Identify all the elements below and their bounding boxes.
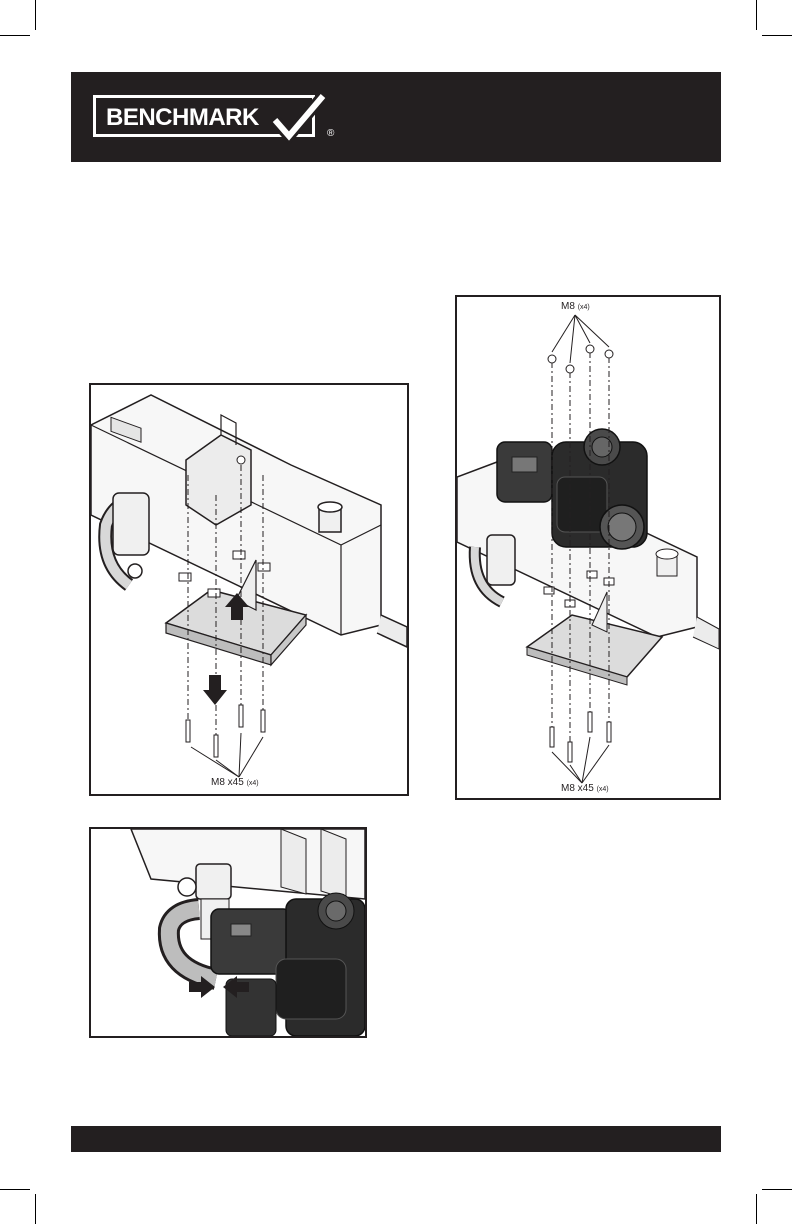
crop-mark-top-right-v bbox=[756, 0, 757, 30]
crop-mark-top-left-h bbox=[0, 35, 30, 36]
crop-mark-top-left-v bbox=[35, 0, 36, 30]
bolt-label: M8 x45 (x4) bbox=[561, 783, 609, 794]
hose-connection-diagram bbox=[91, 829, 365, 1036]
figure-hose-connection bbox=[89, 827, 367, 1038]
engine-mounting-diagram bbox=[457, 297, 719, 798]
crop-mark-bottom-left-v bbox=[35, 1194, 36, 1224]
engine bbox=[211, 893, 365, 1036]
figure-engine-mounting: M8 (x4) M8 x45 (x4) bbox=[455, 295, 721, 800]
brand-logo-text: BENCHMARK bbox=[106, 104, 259, 132]
figure-mounting-plate: M8 x45 (x4) bbox=[89, 383, 409, 796]
registered-mark: ® bbox=[327, 128, 334, 139]
nut-label: M8 (x4) bbox=[561, 301, 590, 312]
crop-mark-top-right-h bbox=[762, 35, 792, 36]
checkmark-icon bbox=[271, 92, 327, 144]
crop-mark-bottom-right-v bbox=[756, 1194, 757, 1224]
mounting-plate-diagram bbox=[91, 385, 407, 794]
arrow-down-icon bbox=[203, 675, 227, 705]
crop-mark-bottom-right-h bbox=[762, 1189, 792, 1190]
page-footer bbox=[71, 1126, 721, 1152]
bolt-label: M8 x45 (x4) bbox=[211, 777, 259, 788]
crop-mark-bottom-left-h bbox=[0, 1189, 30, 1190]
page-header: BENCHMARK ® bbox=[71, 72, 721, 162]
